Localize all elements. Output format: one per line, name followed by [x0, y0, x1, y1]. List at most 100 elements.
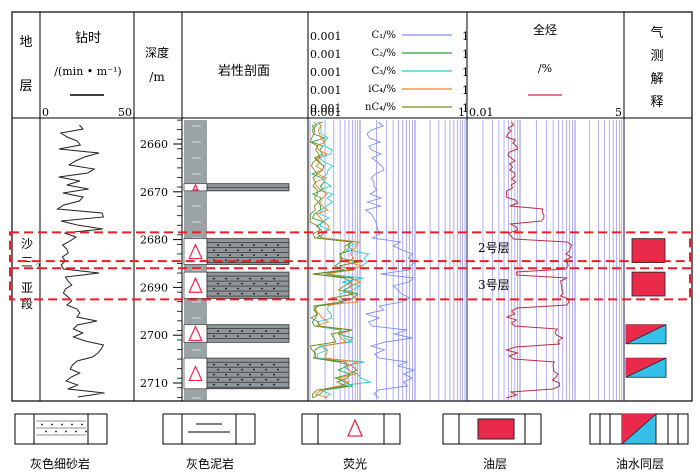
sandstone-dot	[241, 378, 243, 381]
stratum-title-1: 地	[19, 35, 32, 50]
legend-mudstone-box	[162, 413, 256, 445]
sandstone-dot	[253, 368, 255, 371]
sandstone-dot	[273, 383, 275, 386]
sandstone-dot	[249, 363, 251, 366]
component-max-1: 1	[462, 48, 469, 61]
fluorescence-triangle-4	[188, 364, 203, 382]
sandstone-dot	[217, 254, 219, 257]
legend-mudstone	[162, 413, 256, 445]
sandstone-dot	[217, 330, 219, 333]
sandstone-dot	[225, 363, 227, 366]
depth-label-2680: 2680	[140, 234, 168, 247]
component-label-1: C₂/%	[371, 48, 396, 59]
sandstone-dot	[237, 383, 239, 386]
component-max-4: 1	[462, 102, 469, 115]
component-curve-0	[364, 121, 417, 399]
sandstone-dot	[261, 249, 263, 252]
interpretation-track	[625, 238, 667, 378]
formation-char-2: 亚	[21, 281, 33, 295]
sandstone-dot	[217, 292, 219, 295]
sandstone-dot	[225, 373, 227, 376]
component-min-3: 0.001	[310, 84, 342, 97]
lithology-title: 岩性剖面	[218, 64, 270, 79]
sandstone-dot	[225, 249, 227, 252]
interp-title-char-3: 释	[650, 95, 663, 110]
log-curves	[55, 121, 573, 399]
legend-fluorescence-triangle	[347, 418, 363, 437]
legend-sandstone-dot	[65, 430, 67, 433]
sandstone-dot	[261, 335, 263, 338]
sandstone-dot	[265, 368, 267, 371]
oil-layer-1	[631, 271, 666, 297]
fluorescence-triangle-1	[188, 243, 203, 260]
sandstone-dot	[261, 277, 263, 280]
sandstone-dot	[217, 368, 219, 371]
drill-time-axis-min: 0	[42, 106, 49, 119]
dividers	[39, 12, 625, 401]
sandstone-dot	[249, 383, 251, 386]
sandstone-dot	[217, 378, 219, 381]
sandstone-dot	[253, 378, 255, 381]
sandstone-dot	[237, 287, 239, 290]
gas-unit: /%	[538, 62, 552, 75]
legend-sandstone-dot	[85, 430, 87, 433]
sandstone-dot	[229, 330, 231, 333]
sandstone-dot	[273, 363, 275, 366]
fluorescence-triangle-3	[188, 325, 203, 342]
sandstone-dot	[229, 378, 231, 381]
drill-time-unit: /(min • m⁻¹)	[54, 65, 121, 78]
sandstone-dot	[217, 282, 219, 285]
legend-oilwater	[589, 413, 689, 445]
sandstone-dot	[241, 330, 243, 333]
lithology-track	[183, 120, 290, 400]
drill-time-axis-max: 50	[118, 106, 132, 119]
drill-time-title: 钻时	[75, 31, 101, 46]
interp-title-char-2: 解	[650, 72, 663, 87]
sandstone-dot	[241, 244, 243, 247]
sandstone-dot	[237, 249, 239, 252]
sandstone-dot	[213, 287, 215, 290]
depth-label-2700: 2700	[140, 329, 168, 342]
sandstone-dot	[237, 363, 239, 366]
layer-box-0	[9, 231, 691, 263]
sandstone-dot	[265, 378, 267, 381]
total-gas-curve	[504, 121, 573, 399]
fluor-cell-4	[183, 357, 208, 390]
sandstone-dot	[261, 373, 263, 376]
sandstone-dot	[277, 292, 279, 295]
component-curve-1	[310, 121, 359, 399]
sandstone-dot	[261, 363, 263, 366]
component-min-2: 0.001	[310, 66, 342, 79]
component-curve-2	[316, 121, 371, 399]
fluor-cell-2	[183, 271, 208, 299]
sandstone-dot	[253, 282, 255, 285]
sandstone-dot	[277, 378, 279, 381]
component-min-1: 0.001	[310, 48, 342, 61]
sandstone-dot	[229, 244, 231, 247]
sandstone-dot	[241, 368, 243, 371]
sandstone-bed-0	[206, 183, 290, 192]
depth-unit: /m	[149, 70, 165, 84]
sandstone-dot	[225, 287, 227, 290]
legend-label-sandstone: 灰色细砂岩	[30, 456, 90, 471]
sandstone-dot	[249, 277, 251, 280]
component-min-0: 0.001	[310, 30, 342, 43]
component-label-0: C₁/%	[371, 30, 396, 41]
legend-oilwater-diagonal	[621, 413, 657, 445]
sandstone-dot	[253, 330, 255, 333]
component-label-4: nC₄/%	[365, 102, 396, 113]
legend-sandstone-dot	[75, 430, 77, 433]
sandstone-dot	[261, 383, 263, 386]
legend-sandstone-dot	[55, 430, 57, 433]
sandstone-dot	[277, 368, 279, 371]
sandstone-dot	[237, 335, 239, 338]
interp-title-char-1: 测	[650, 49, 663, 64]
component-label-3: iC₄/%	[368, 84, 396, 95]
sandstone-dot	[273, 373, 275, 376]
legend-fluorescence	[301, 413, 401, 445]
sandstone-dot	[249, 373, 251, 376]
legend-sandstone-dot	[41, 423, 43, 426]
component-max-3: 1	[462, 84, 469, 97]
